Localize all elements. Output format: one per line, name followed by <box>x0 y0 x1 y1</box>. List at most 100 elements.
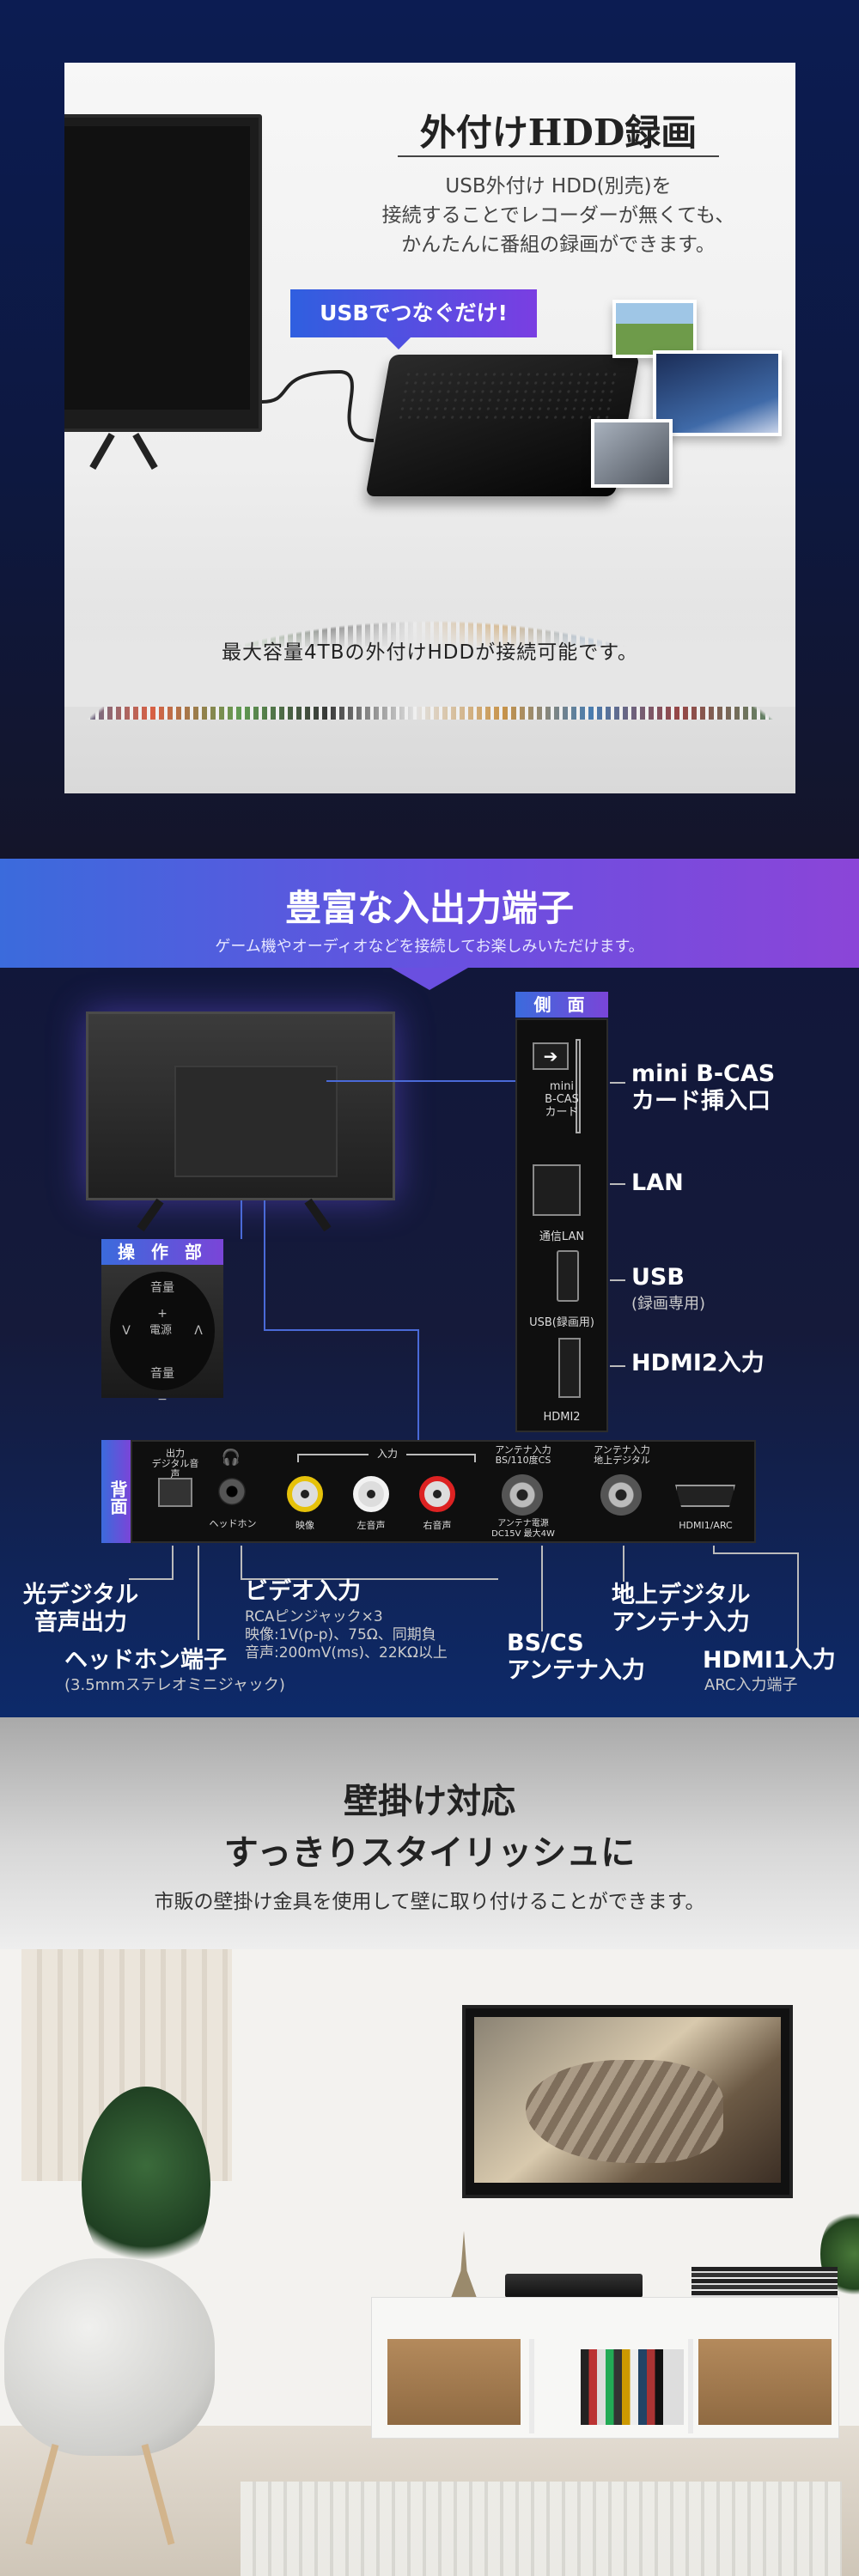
volume-down-button: 音量− <box>150 1367 174 1406</box>
audio-right-caption: 右音声 <box>423 1520 452 1531</box>
lan-port <box>533 1164 581 1216</box>
magazine-stack <box>691 2267 838 2298</box>
side-panel: ➔ mini B-CAS カード 通信LAN USB(録画用) HDMI2 <box>515 1018 608 1432</box>
usb-port <box>557 1250 579 1302</box>
wall-mount-section: 壁掛け対応 すっきりスタイリッシュに 市販の壁掛け金具を使用して壁に取り付けるこ… <box>0 1717 859 2576</box>
lead-line <box>241 1578 498 1580</box>
audio-left-rca-port <box>353 1476 389 1512</box>
lead-line <box>610 1279 625 1281</box>
usb-label: USB <box>631 1264 685 1291</box>
optical-port <box>158 1478 192 1507</box>
hdd-section: 外付けHDD録画 USB外付け HDD(別売)を 接続することでレコーダーが無く… <box>0 0 859 859</box>
lead-line <box>610 1183 625 1185</box>
terrestrial-caption: アンテナ入力 地上デジタル <box>594 1444 650 1466</box>
lan-caption: 通信LAN <box>539 1230 585 1243</box>
tv-shelf <box>371 2297 839 2439</box>
headphone-port <box>218 1478 246 1505</box>
hdmi1-port <box>675 1485 735 1507</box>
io-section: 豊富な入出力端子 ゲーム機やオーディオなどを接続してお楽しみいただけます。 側 … <box>0 859 859 1717</box>
banner-pointer <box>391 968 468 990</box>
terrestrial-antenna-port <box>600 1474 642 1516</box>
tv-back-panel <box>174 1066 338 1177</box>
control-panel: 音量+ 音量− 電源 V Λ <box>101 1265 223 1406</box>
caption-fade <box>64 604 795 707</box>
power-button: 電源 <box>149 1324 172 1337</box>
wall-mount-subtitle: 市販の壁掛け金具を使用して壁に取り付けることができます。 <box>154 1891 705 1913</box>
hdd-description: USB外付け HDD(別売)を 接続することでレコーダーが無くても、 かんたんに… <box>381 175 735 256</box>
hdd-vents <box>395 370 620 422</box>
tv-screen <box>64 126 250 410</box>
recorder-device <box>505 2274 643 2298</box>
hdmi2-label: HDMI2入力 <box>631 1350 765 1376</box>
audio-left-caption: 左音声 <box>356 1520 386 1531</box>
headphone-note: (3.5mmステレオミニジャック) <box>64 1676 285 1694</box>
optical-caption: 出力 デジタル音声 <box>151 1448 199 1479</box>
hdmi1-note: ARC入力端子 <box>704 1676 798 1694</box>
back-panel-label: 背面 <box>101 1440 131 1543</box>
bscs-top-caption: アンテナ入力 BS/110度CS <box>495 1444 551 1466</box>
tv-leg <box>137 1198 164 1232</box>
bcas-slot <box>576 1039 581 1133</box>
shelf-door <box>387 2339 521 2425</box>
lead-line <box>129 1578 174 1580</box>
connector-line <box>241 1200 242 1239</box>
thumbnail-person-image <box>591 419 673 488</box>
io-banner: 豊富な入出力端子 ゲーム機やオーディオなどを接続してお楽しみいただけます。 <box>0 859 859 968</box>
lead-line <box>797 1552 799 1649</box>
video-input-label: ビデオ入力 <box>245 1578 361 1605</box>
tv-back-image <box>86 1012 395 1200</box>
lead-line <box>610 1365 625 1367</box>
input-group-label: 入力 <box>369 1449 406 1459</box>
bcas-label: mini B-CAS カード挿入口 <box>631 1060 776 1115</box>
lead-line <box>713 1546 715 1554</box>
hdmi1-label: HDMI1入力 <box>703 1647 836 1674</box>
connector-line <box>417 1329 419 1440</box>
tv-front-image <box>64 114 262 432</box>
hdmi2-caption: HDMI2 <box>543 1411 581 1424</box>
io-subtitle: ゲーム機やオーディオなどを接続してお楽しみいただけます。 <box>215 938 644 956</box>
tv-screen-cat-image <box>474 2017 781 2183</box>
tv-leg <box>304 1198 332 1232</box>
side-panel-label: 側 面 <box>515 992 608 1018</box>
hdd-title: 外付けHDD録画 <box>419 112 698 154</box>
lead-line <box>541 1546 543 1631</box>
sleeping-cat <box>526 2060 723 2163</box>
headphone-label: ヘッドホン端子 <box>64 1647 227 1674</box>
wall-mount-title: 壁掛け対応 すっきりスタイリッシュに <box>223 1781 636 1873</box>
tv-leg <box>132 433 158 470</box>
connector-line <box>264 1200 265 1331</box>
lan-label: LAN <box>631 1170 684 1196</box>
shelf-divider <box>688 2339 693 2433</box>
bscs-bottom-caption: アンテナ電源 DC15V 最大4W <box>491 1519 555 1539</box>
control-ring <box>110 1272 215 1390</box>
thumbnail-moon-image <box>653 350 782 436</box>
living-room-image <box>0 1949 859 2576</box>
back-panel: 出力 デジタル音声 🎧 ヘッドホン 入力 映像 左音声 右音声 アンテナ入力 B… <box>131 1440 756 1543</box>
video-rca-port <box>287 1476 323 1512</box>
lead-line <box>172 1546 174 1580</box>
hdd-card: 外付けHDD録画 USB外付け HDD(別売)を 接続することでレコーダーが無く… <box>64 63 795 793</box>
lead-line <box>198 1546 199 1640</box>
lead-line <box>713 1552 799 1554</box>
terrestrial-label: 地上デジタル アンテナ入力 <box>612 1582 751 1636</box>
plant <box>82 2087 210 2284</box>
books <box>581 2349 684 2425</box>
lead-line <box>623 1546 624 1582</box>
control-panel-label: 操 作 部 <box>101 1239 223 1265</box>
volume-up-button: 音量+ <box>150 1281 174 1321</box>
hdmi1-caption: HDMI1/ARC <box>679 1520 733 1531</box>
rug <box>241 2482 842 2576</box>
thumbnail-sheep-image <box>612 300 697 358</box>
hdmi2-port <box>558 1338 581 1398</box>
connector-line <box>326 1080 515 1082</box>
lead-line <box>241 1546 242 1580</box>
usb-note: (録画専用) <box>631 1295 706 1313</box>
connector-line <box>264 1329 418 1331</box>
tv-leg <box>89 433 115 470</box>
bcas-caption: mini B-CAS カード <box>545 1080 579 1119</box>
bscs-antenna-port <box>502 1474 543 1516</box>
channel-down-button: V <box>122 1324 131 1338</box>
wall-mounted-tv <box>462 2005 793 2198</box>
headphone-icon: 🎧 <box>221 1449 241 1467</box>
arrow-right-icon: ➔ <box>533 1042 569 1070</box>
